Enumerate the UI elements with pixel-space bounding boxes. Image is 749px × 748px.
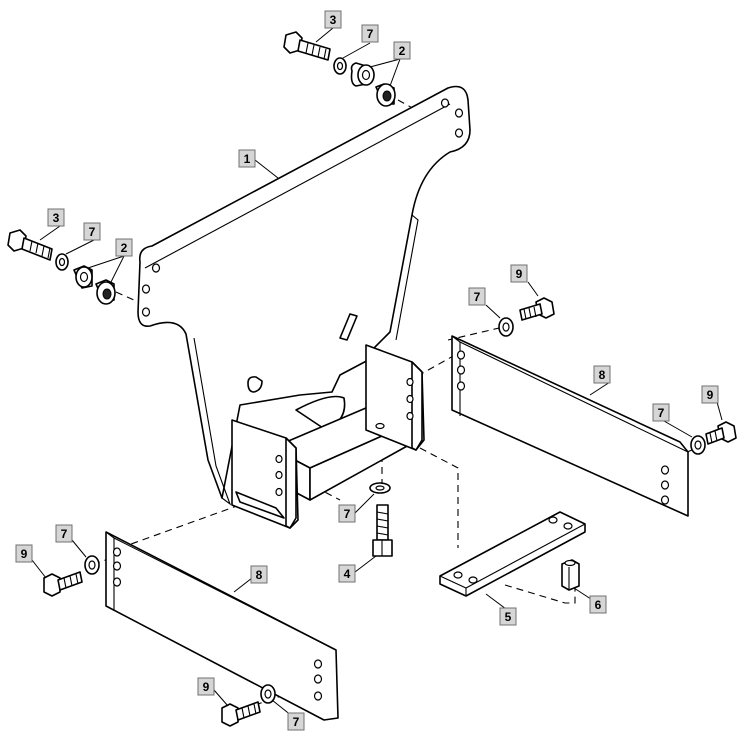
svg-text:9: 9	[21, 547, 28, 561]
svg-text:2: 2	[121, 241, 128, 255]
callout-9-upper-right: 9	[510, 264, 528, 283]
lower-strap	[439, 511, 586, 597]
svg-text:1: 1	[244, 152, 251, 166]
callout-labels: 3 7 2 1 3 7 2 9 7 8 9 7 7 4 5 6 7 9 8 9 …	[15, 10, 719, 731]
callout-7-top: 7	[361, 24, 379, 43]
callout-8-left: 8	[250, 565, 268, 584]
svg-text:7: 7	[367, 27, 374, 41]
callout-7-lower-left: 7	[55, 524, 73, 543]
callout-7-bottom: 7	[287, 712, 305, 731]
callout-7-upper-right: 7	[468, 287, 486, 306]
callout-7-left: 7	[83, 222, 101, 241]
spacer-bar-left	[105, 531, 339, 721]
callout-4: 4	[338, 564, 356, 583]
svg-text:7: 7	[344, 507, 351, 521]
svg-text:2: 2	[399, 44, 406, 58]
svg-text:7: 7	[61, 527, 68, 541]
vertical-bolt	[372, 504, 393, 557]
svg-text:7: 7	[293, 715, 300, 729]
coupling-nut	[561, 559, 580, 591]
svg-text:9: 9	[516, 267, 523, 281]
bolts	[7, 31, 737, 727]
leader-lines	[31, 27, 723, 717]
svg-text:5: 5	[505, 610, 512, 624]
svg-text:9: 9	[203, 680, 210, 694]
callout-9-lower-right: 9	[701, 385, 719, 404]
svg-text:6: 6	[595, 598, 602, 612]
receiver-assembly	[231, 344, 425, 529]
callout-7-lower-right: 7	[652, 403, 670, 422]
callout-6: 6	[589, 595, 607, 614]
svg-text:7: 7	[89, 225, 96, 239]
callout-9-bottom: 9	[197, 677, 215, 696]
callout-1: 1	[238, 149, 256, 168]
svg-text:8: 8	[599, 368, 606, 382]
callout-9-lower-left: 9	[15, 544, 33, 563]
svg-text:3: 3	[330, 13, 337, 27]
callout-2-left: 2	[115, 238, 133, 257]
svg-text:7: 7	[474, 290, 481, 304]
washers	[55, 57, 706, 704]
svg-text:8: 8	[256, 568, 263, 582]
callout-2-top: 2	[393, 41, 411, 60]
svg-text:9: 9	[707, 388, 714, 402]
svg-text:4: 4	[344, 567, 351, 581]
callout-8-right: 8	[593, 365, 611, 384]
callout-5: 5	[499, 607, 517, 626]
callout-3-top: 3	[324, 10, 342, 29]
spacer-bar-right	[451, 335, 689, 517]
callout-3-left: 3	[47, 208, 65, 227]
svg-text:3: 3	[53, 211, 60, 225]
callout-7-center: 7	[338, 504, 356, 523]
svg-text:7: 7	[658, 406, 665, 420]
main-plate	[137, 85, 471, 506]
bushings	[73, 62, 396, 305]
